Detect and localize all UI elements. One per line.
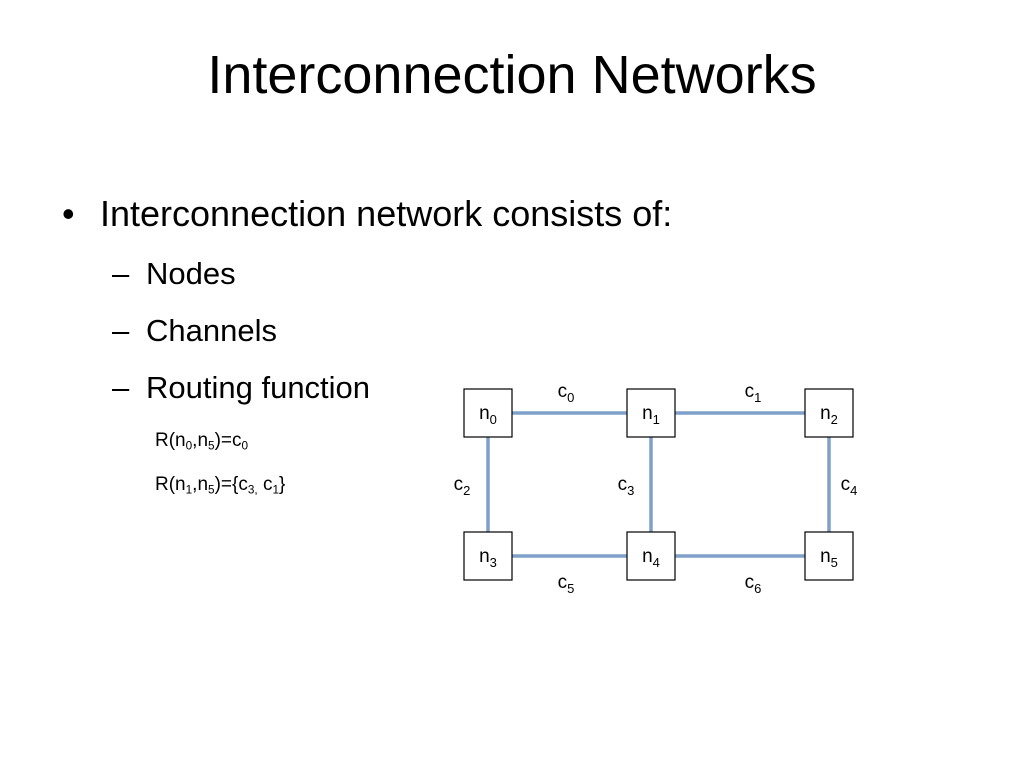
channel-c3-label: c3	[618, 474, 635, 498]
node-n3-label: n3	[479, 546, 497, 570]
node-n5-box	[804, 531, 854, 581]
channel-c4-label-base: c	[841, 474, 851, 495]
formula-text: R(n	[155, 430, 186, 451]
node-n2-label: n2	[820, 403, 838, 427]
node-n1-label: n1	[642, 403, 660, 427]
dash: –	[112, 370, 130, 405]
bullet-dot: •	[62, 193, 75, 234]
node-n2-label-subscript: 2	[831, 412, 838, 427]
node-n4-box	[626, 531, 676, 581]
channel-c2-label: c2	[454, 474, 471, 498]
formula-text: )=c	[214, 430, 242, 451]
channel-c4-label: c4	[841, 474, 858, 498]
channel-c1-label-base: c	[745, 381, 755, 402]
channel-c5-label: c5	[558, 572, 575, 596]
channel-c3-label-base: c	[618, 474, 628, 495]
node-n0-label-base: n	[479, 403, 490, 424]
channel-c2-label-subscript: 2	[463, 483, 470, 498]
subscript: 0	[241, 439, 249, 453]
main-bullet: • Interconnection network consists of:	[62, 190, 672, 238]
formula-text: ,n	[192, 474, 209, 495]
dash: –	[112, 313, 130, 348]
subscript: 5	[208, 439, 215, 453]
node-n0-label: n0	[479, 403, 497, 427]
sub-item-text: Routing function	[146, 370, 371, 405]
node-n2-label-base: n	[820, 403, 831, 424]
subscript: 1	[185, 483, 193, 497]
node-n4-label: n4	[642, 546, 660, 570]
formula-text: }	[279, 474, 286, 495]
formula-text: ,n	[192, 430, 209, 451]
node-n3-label-base: n	[479, 546, 490, 567]
node-n2-box	[804, 388, 854, 438]
channel-c3-label-subscript: 3	[627, 483, 634, 498]
channel-lines	[486, 411, 831, 558]
channel-c6-label: c6	[745, 572, 762, 596]
sub-item-text: Channels	[146, 313, 277, 348]
node-n4-label-base: n	[642, 546, 653, 567]
channel-c1-label-subscript: 1	[754, 390, 761, 405]
channel-c0-label-subscript: 0	[567, 390, 574, 405]
channel-c5-label-subscript: 5	[567, 581, 574, 596]
subscript: 0	[185, 439, 193, 453]
channel-c6-label-subscript: 6	[754, 581, 761, 596]
channel-c5-label-base: c	[558, 572, 568, 593]
channel-c6-label-base: c	[745, 572, 755, 593]
subscript: 5	[208, 483, 215, 497]
dash: –	[112, 256, 130, 291]
channel-c0-label-base: c	[558, 381, 568, 402]
node-n1-box	[626, 388, 676, 438]
subscript: 1	[272, 483, 279, 497]
node-n4-label-subscript: 4	[653, 555, 660, 570]
channel-c1-label: c1	[745, 381, 762, 405]
node-n5-label-base: n	[820, 546, 831, 567]
subscript: 3,	[247, 483, 258, 497]
routing-formula-2: R(n1,n5)={c3, c1}	[155, 473, 285, 497]
formula-text: )={c	[214, 474, 248, 495]
node-n3-box	[463, 531, 513, 581]
sub-item-text: Nodes	[146, 256, 236, 291]
sub-item-channels: –Channels	[112, 311, 277, 351]
channel-c4-label-subscript: 4	[850, 483, 857, 498]
slide-title: Interconnection Networks	[207, 45, 817, 105]
node-n0-box	[463, 388, 513, 438]
node-n5-label-subscript: 5	[831, 555, 838, 570]
channel-c2-label-base: c	[454, 474, 464, 495]
node-n3-label-subscript: 3	[490, 555, 497, 570]
routing-formula-1: R(n0,n5)=c0	[155, 429, 248, 453]
formula-text: R(n	[155, 474, 186, 495]
node-n1-label-base: n	[642, 403, 653, 424]
node-n0-label-subscript: 0	[490, 412, 497, 427]
formula-text: c	[257, 474, 273, 495]
channel-c0-label: c0	[558, 381, 575, 405]
node-n5-label: n5	[820, 546, 838, 570]
node-n1-label-subscript: 1	[653, 412, 660, 427]
main-bullet-text: Interconnection network consists of:	[100, 193, 673, 234]
sub-item-nodes: –Nodes	[112, 254, 236, 294]
sub-item-routing-function: –Routing function	[112, 368, 370, 408]
